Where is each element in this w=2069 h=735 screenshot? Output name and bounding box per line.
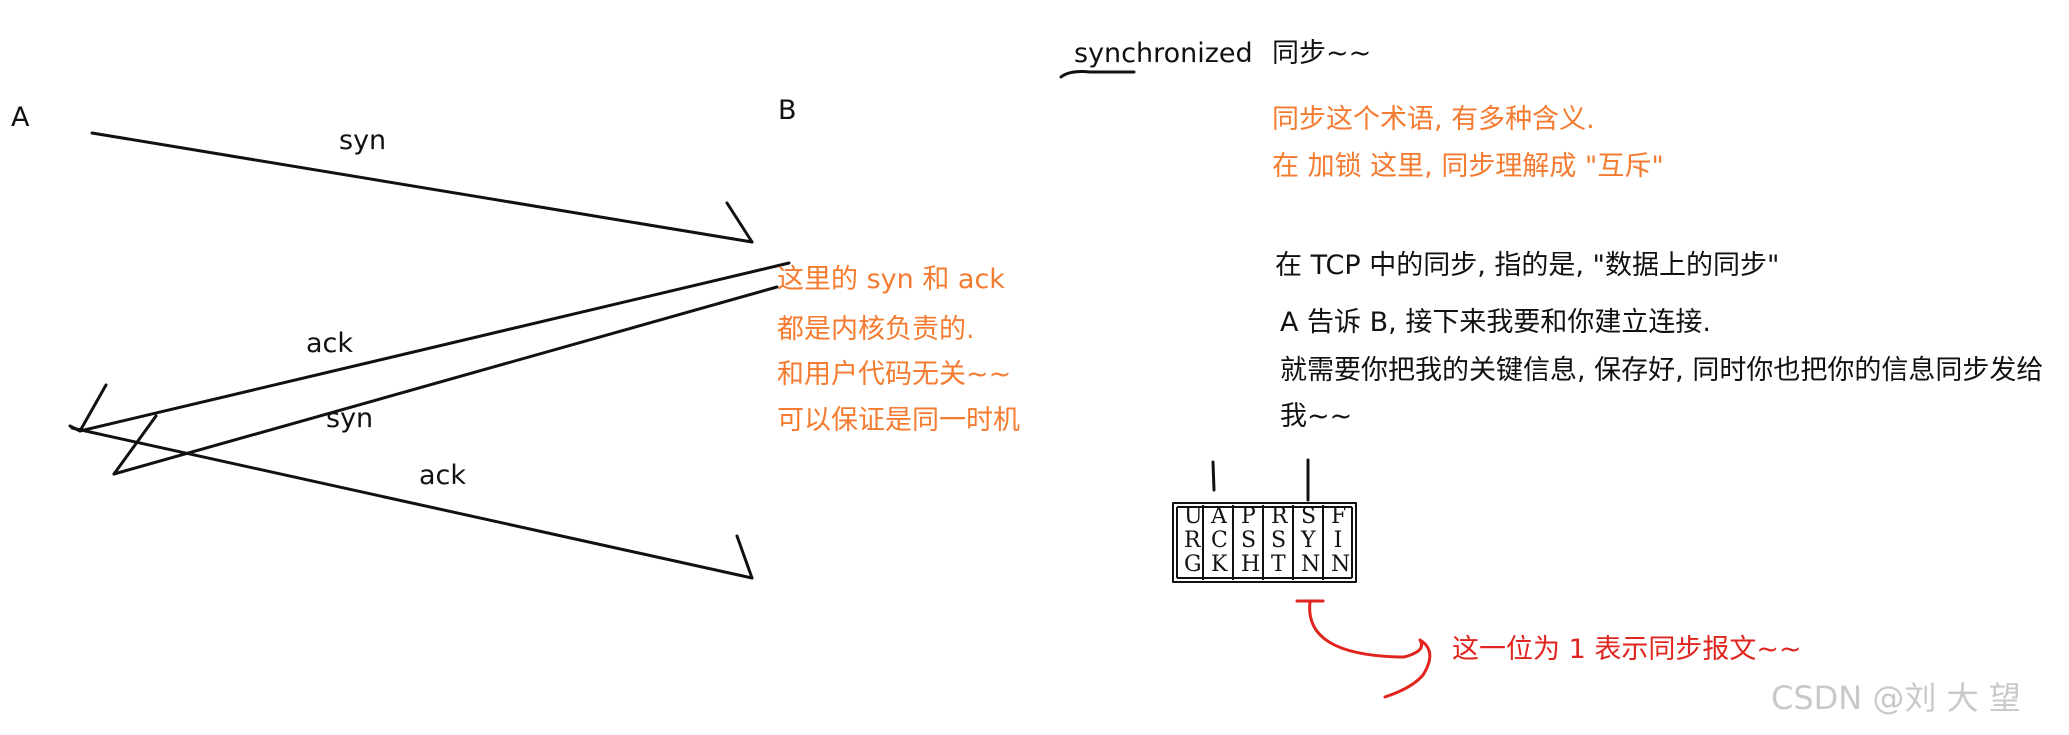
syn-arrow-a-to-b xyxy=(90,131,754,244)
tick-mark-urg xyxy=(1211,460,1216,492)
sync-meaning-note-line-1: 同步这个术语, 有多种含义. xyxy=(1272,104,1595,135)
tcp-sync-title: 在 TCP 中的同步, 指的是, "数据上的同步" xyxy=(1275,250,1780,281)
flag-urg: URG xyxy=(1184,504,1203,577)
flag-table-border xyxy=(1172,502,1357,583)
csdn-watermark: CSDN @刘 大 望 xyxy=(1771,679,2021,717)
ack-arrow-b-to-a xyxy=(78,261,791,433)
arrow-label-syn-2: syn xyxy=(326,403,374,434)
kernel-note-line-3: 和用户代码无关~~ xyxy=(777,359,1012,390)
syn-arrow-b-to-a-head xyxy=(112,414,158,476)
syn-pointer-curve xyxy=(1308,600,1402,659)
syn-bit-note: 这一位为 1 表示同步报文~~ xyxy=(1452,634,1802,665)
flag-rst: RST xyxy=(1271,504,1288,577)
ack-arrow-a-to-b-head xyxy=(735,534,754,580)
kernel-note-line-2: 都是内核负责的. xyxy=(777,314,975,345)
tcp-sync-line-2: 就需要你把我的关键信息, 保存好, 同时你也把你的信息同步发给 xyxy=(1280,355,2044,386)
arrow-label-syn-1: syn xyxy=(339,125,387,156)
flag-table-grid xyxy=(1176,505,1353,580)
flag-ack: ACK xyxy=(1211,504,1228,577)
sync-meaning-note-line-2: 在 加锁 这里, 同步理解成 "互斥" xyxy=(1272,151,1664,182)
syn-arrow-a-to-b-head xyxy=(725,201,754,244)
synchronized-word: synchronized xyxy=(1074,38,1253,69)
node-a-label: A xyxy=(11,102,30,133)
kernel-note-line-1: 这里的 syn 和 ack xyxy=(777,264,1005,295)
ack-arrow-b-to-a-head xyxy=(68,383,108,433)
syn-pointer-hook xyxy=(1383,638,1432,699)
arrow-label-ack-1: ack xyxy=(306,328,354,359)
kernel-note-line-4: 可以保证是同一时机 xyxy=(777,405,1020,436)
syn-arrow-b-to-a xyxy=(112,285,779,476)
flag-syn: SYN xyxy=(1301,504,1321,577)
synchronized-meaning: 同步~~ xyxy=(1272,38,1372,69)
ack-arrow-a-to-b xyxy=(70,426,754,580)
underline-stroke xyxy=(1059,70,1136,79)
flag-fin: FIN xyxy=(1331,504,1351,577)
flag-psh: PSH xyxy=(1241,504,1261,577)
tcp-sync-line-1: A 告诉 B, 接下来我要和你建立连接. xyxy=(1280,307,1711,338)
arrow-label-ack-2: ack xyxy=(419,460,467,491)
node-b-label: B xyxy=(778,95,797,126)
tcp-sync-line-3: 我~~ xyxy=(1280,401,1353,432)
